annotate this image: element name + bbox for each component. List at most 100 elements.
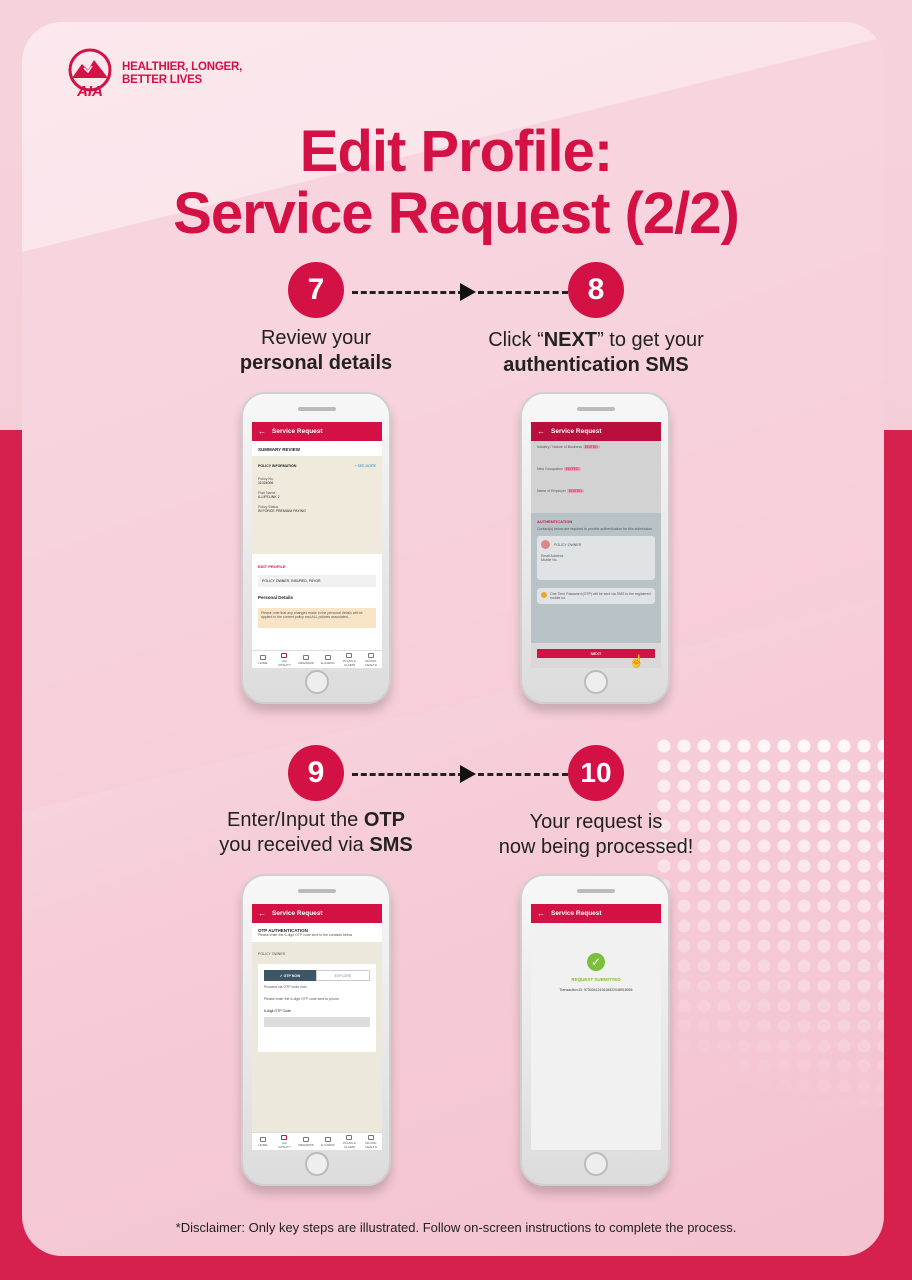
field-employer-label: Name of Employer [537,489,566,493]
step-8-line-1-pre: Click “ [488,329,544,351]
edit-profile-label: EDIT PROFILE [258,564,286,569]
step-8-line-1-post: ” to get your [597,329,704,351]
phone-screen-otp: ←Service Request OTP AUTHENTICATION Plea… [252,904,382,1150]
otp-code-label: 6-digit OTP Code [264,1009,291,1013]
field-employer: Name of Employer EDITED [537,489,655,493]
disclaimer: *Disclaimer: Only key steps are illustra… [175,1220,737,1235]
phone-step-8: ←Service Request Industry / Nature of Bu… [520,392,670,704]
otp-note-2: Please enter the 6-digit OTP code sent t… [264,997,339,1001]
umbrella-icon [346,652,353,658]
nav-rewards[interactable]: REWARDS [297,1136,315,1147]
nav-home-label: HOME [258,1142,268,1147]
nav-home[interactable]: HOME [254,1136,272,1147]
nav-ecards-label: E-CARDS [321,660,335,665]
back-arrow-icon[interactable]: ← [537,909,545,918]
tab-otp-now-label: OTP NOW [283,973,301,978]
phone-speaker [298,407,336,411]
vitality-icon [281,1134,288,1140]
nav-home-label: HOME [258,660,268,665]
auth-description: Contact(s) below are required to provide… [537,527,653,531]
nav-rewards[interactable]: REWARDS [297,654,315,665]
summary-section: SUMMARY REVIEW [252,441,382,456]
nav-plans[interactable]: PLANS & CLAIMS [340,1134,358,1149]
otp-tabs: ✓ OTP NOW EXPLORE [264,970,370,981]
edit-profile-value: POLICY OWNER, INSURED, PAYOR [258,575,376,587]
nav-ecards-label: E-CARDS [321,1142,335,1147]
phone-home-button [584,1152,608,1176]
nav-vitality-label: AIA VITALITY [278,1140,291,1149]
see-more-link[interactable]: + SEE MORE [354,464,377,468]
step-8-line-1-bold: NEXT [543,329,598,351]
vitality-icon [281,652,288,658]
tagline-line-1: HEALTHIER, LONGER, [122,61,243,73]
nav-health-label: DIGITAL HEALTH [365,658,377,667]
phone-screen-summary: ←Service Request SUMMARY REVIEW POLICY I… [252,422,382,668]
app-header: ← Service Request [252,904,382,923]
step-7-badge: 7 [288,262,344,318]
nav-vitality[interactable]: AIA VITALITY [275,1134,293,1149]
next-button[interactable]: NEXT [537,649,655,658]
notice-banner: Please note that any changes made in the… [258,608,376,628]
phone-speaker [298,889,336,893]
nav-home[interactable]: HOME [254,654,272,665]
brand-logo: AIA HEALTHIER, LONGER, BETTER LIVES [64,48,242,100]
phone-home-button [305,1152,329,1176]
back-arrow-icon[interactable]: ← [258,427,266,436]
otp-code-input[interactable] [264,1017,370,1027]
nav-ecards[interactable]: E-CARDS [319,654,337,665]
phone-speaker [577,407,615,411]
phone-screen-submitted: ←Service Request ✓ REQUEST SUBMITTED Tra… [531,904,661,1150]
app-header-title: Service Request [272,910,323,917]
policy-info-label: POLICY INFORMATION [258,464,297,468]
gift-icon [303,654,310,660]
app-header: ←Service Request [252,422,382,441]
nav-ecards[interactable]: E-CARDS [319,1136,337,1147]
policy-no-label: Policy No. [258,477,274,481]
otp-body: POLICY OWNER ✓ OTP NOW EXPLORE Proceed v… [252,942,382,1062]
transaction-id: Transaction ID: 973004121941652204891800… [559,988,633,992]
app-header: ←Service Request [531,904,661,923]
nav-plans-label: PLANS & CLAIMS [343,658,356,667]
arrow-9-10-icon [460,765,476,783]
tab-explore[interactable]: EXPLORE [316,970,370,981]
edit-profile-section: EDIT PROFILE POLICY OWNER, INSURED, PAYO… [252,554,382,628]
nav-health[interactable]: DIGITAL HEALTH [362,1134,380,1149]
plan-name-label: Plan Name [258,491,276,495]
cursor-hand-icon: ☝ [629,654,644,668]
nav-rewards-label: REWARDS [298,660,314,665]
nav-plans[interactable]: PLANS & CLAIMS [340,652,358,667]
tab-otp-now[interactable]: ✓ OTP NOW [264,970,316,981]
phone-step-9: ←Service Request OTP AUTHENTICATION Plea… [241,874,391,1186]
auth-title: AUTHENTICATION [537,519,573,524]
step-9-line-2-pre: you received via [219,834,370,856]
step-9-line-1-bold: OTP [363,809,405,831]
step-10-badge: 10 [568,745,624,801]
back-arrow-icon[interactable]: ← [537,427,545,436]
back-arrow-icon[interactable]: ← [258,909,266,918]
step-7-line-2: personal details [239,352,393,374]
step-8-badge: 8 [568,262,624,318]
step-7-text: Review your personal details [166,326,466,376]
mobile-label: Mobile No. [541,558,558,562]
success-check-icon: ✓ [587,953,605,971]
nav-vitality[interactable]: AIA VITALITY [275,652,293,667]
occupation-fields: Industry / Nature of Business EDITED New… [531,441,661,513]
aia-logo-icon: AIA [68,48,112,100]
policy-info-card: POLICY INFORMATION + SEE MORE Policy No.… [252,456,382,554]
phone-screen-authentication: ←Service Request Industry / Nature of Bu… [531,422,661,668]
policy-no-value: 11024006 [258,481,274,485]
home-icon [259,1136,266,1142]
arrow-7-8-icon [460,283,476,301]
nav-health[interactable]: DIGITAL HEALTH [362,652,380,667]
step-10-line-1: Your request is [529,811,663,833]
otp-card: ✓ OTP NOW EXPLORE Proceed via OTP code n… [258,964,376,1052]
card-icon [324,1136,331,1142]
step-8-line-2: authentication SMS [503,354,689,376]
personal-details-heading: Personal Details [258,595,294,600]
authentication-section: AUTHENTICATION Contact(s) below are requ… [531,513,661,643]
info-icon [541,592,547,598]
step-8-text: Click “NEXT” to get your authentication … [446,328,746,378]
nav-plans-label: PLANS & CLAIMS [343,1140,356,1149]
connector-7-8-left [352,291,464,294]
